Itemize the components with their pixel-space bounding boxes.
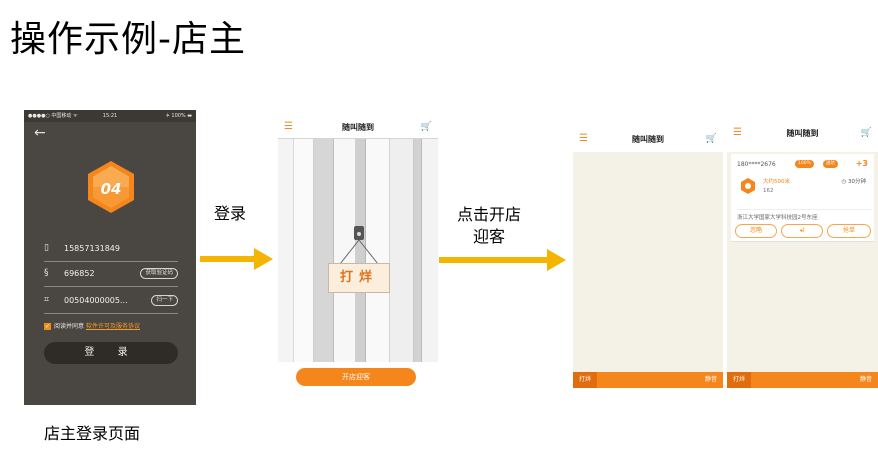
shutter-slat bbox=[278, 139, 294, 362]
header-title: 随叫随到 bbox=[342, 123, 374, 132]
closed-sign: 打烊 bbox=[328, 263, 390, 293]
shutter-slat bbox=[390, 139, 414, 362]
close-shop-tab[interactable]: 打烊 bbox=[727, 372, 752, 388]
cart-icon[interactable]: 🛒 bbox=[420, 122, 432, 132]
voice-button[interactable]: ◂) bbox=[781, 224, 823, 238]
close-shop-tab[interactable]: 打烊 bbox=[573, 372, 598, 388]
hexagon-avatar-icon bbox=[741, 178, 755, 194]
scan-icon: ⌗ bbox=[44, 295, 50, 305]
shutter-slat bbox=[294, 139, 314, 362]
count-badge: +3 bbox=[855, 159, 868, 168]
header-title: 随叫随到 bbox=[632, 135, 664, 144]
order-actions: 忽略 ◂) 抢单 bbox=[731, 224, 874, 240]
arrow-label-open: 点击开店 迎客 bbox=[457, 204, 521, 248]
checkbox-icon[interactable]: ✓ bbox=[44, 323, 51, 330]
app-logo: 04 bbox=[86, 160, 136, 214]
phone-value: 15857131849 bbox=[64, 244, 120, 253]
device-value: 00504000005... bbox=[64, 296, 128, 305]
ignore-button[interactable]: 忽略 bbox=[735, 224, 777, 238]
menu-icon[interactable]: ☰ bbox=[284, 121, 293, 132]
closed-shop-screen: ☰ 随叫随到 🛒 打烊 bbox=[278, 118, 438, 388]
shutter-slat bbox=[334, 139, 356, 362]
shutter-slat bbox=[422, 139, 438, 362]
bottom-bar: 打烊 静音 bbox=[573, 372, 723, 388]
shutter-slat bbox=[314, 139, 334, 362]
code-field[interactable]: § 696852 获取验证码 bbox=[44, 263, 178, 287]
hexagon-logo-icon bbox=[88, 161, 134, 213]
order-time: ◷ 30分钟 bbox=[841, 179, 866, 185]
login-screen: ●●●●○ 中国移动 ᯤ 15:21 ✈ 100% ▬ ← 04 ▯ 15857… bbox=[24, 110, 196, 405]
arrow-label-open-line1: 点击开店 bbox=[457, 205, 522, 224]
header-title: 随叫随到 bbox=[786, 129, 819, 138]
order-distance: 大约500米 bbox=[763, 179, 790, 185]
login-caption: 店主登录页面 bbox=[44, 424, 141, 443]
status-bar: ●●●●○ 中国移动 ᯤ 15:21 ✈ 100% ▬ bbox=[24, 110, 196, 122]
order-code: 162 bbox=[763, 188, 774, 194]
cart-icon[interactable]: 🛒 bbox=[860, 128, 872, 138]
arrow-label-login: 登录 bbox=[214, 204, 247, 223]
phone-icon: ▯ bbox=[44, 243, 49, 253]
arrow-right-icon bbox=[200, 248, 273, 270]
back-arrow-icon[interactable]: ← bbox=[34, 125, 46, 141]
order-address: 浙江大学国家大学科技园2号东座 bbox=[737, 209, 872, 222]
device-field[interactable]: ⌗ 00504000005... 扫一下 bbox=[44, 290, 178, 314]
code-value: 696852 bbox=[64, 269, 95, 278]
mute-tab[interactable]: 静音 bbox=[704, 376, 717, 383]
page-title: 操作示例-店主 bbox=[10, 19, 246, 60]
lock-icon: § bbox=[44, 268, 49, 278]
order-screen: ☰ 随叫随到 🛒 180****2676 100% 送达 +3 大约500米 1… bbox=[727, 118, 878, 388]
mute-tab[interactable]: 静音 bbox=[859, 376, 872, 383]
scan-button[interactable]: 扫一下 bbox=[151, 295, 178, 306]
menu-icon[interactable]: ☰ bbox=[579, 133, 588, 144]
app-header: ☰ 随叫随到 🛒 bbox=[727, 118, 878, 152]
status-battery: ✈ 100% ▬ bbox=[165, 113, 192, 119]
bottom-bar: 打烊 静音 bbox=[727, 372, 878, 388]
shutter-door bbox=[278, 138, 438, 362]
menu-icon[interactable]: ☰ bbox=[733, 127, 742, 138]
app-header: ☰ 随叫随到 🛒 bbox=[278, 118, 438, 138]
cart-icon[interactable]: 🛒 bbox=[705, 134, 717, 144]
login-button[interactable]: 登 录 bbox=[44, 342, 178, 364]
app-header: ☰ 随叫随到 🛒 bbox=[573, 126, 723, 152]
phone-field[interactable]: ▯ 15857131849 bbox=[44, 238, 178, 262]
shutter-slat bbox=[356, 139, 366, 362]
customer-phone: 180****2676 bbox=[737, 161, 776, 168]
delivery-badge: 送达 bbox=[823, 160, 838, 168]
logo-text: 04 bbox=[100, 180, 122, 198]
sign-hanger-icon bbox=[339, 226, 379, 265]
grab-order-button[interactable]: 抢单 bbox=[827, 224, 871, 238]
arrow-right-icon bbox=[439, 249, 566, 271]
open-shop-screen: ☰ 随叫随到 🛒 打烊 静音 bbox=[573, 126, 723, 388]
license-link[interactable]: 软件许可及服务协议 bbox=[85, 323, 140, 330]
shutter-slat bbox=[366, 139, 390, 362]
get-code-button[interactable]: 获取验证码 bbox=[140, 268, 178, 279]
open-shop-button[interactable]: 开店迎客 bbox=[296, 368, 416, 386]
shutter-slat bbox=[414, 139, 422, 362]
arrow-label-open-line2: 迎客 bbox=[473, 227, 506, 246]
rating-badge: 100% bbox=[795, 160, 814, 168]
agree-text: 阅读并同意 bbox=[54, 323, 85, 330]
status-carrier: ●●●●○ 中国移动 ᯤ bbox=[28, 113, 78, 119]
status-time: 15:21 bbox=[102, 113, 118, 119]
agreement-row: ✓阅读并同意 软件许可及服务协议 bbox=[44, 322, 140, 332]
